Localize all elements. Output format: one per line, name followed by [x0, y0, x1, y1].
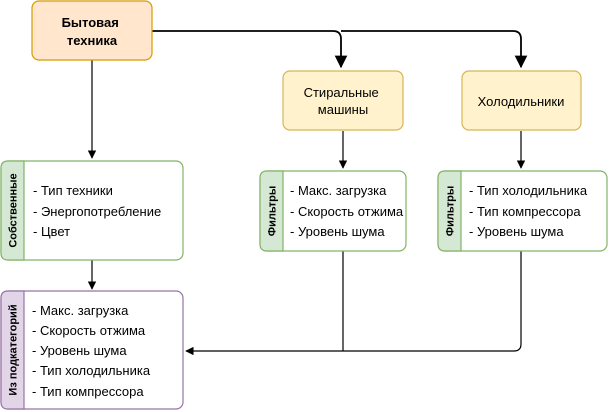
from-subcategories-tab: [0, 290, 25, 410]
own-attributes-tab: [0, 160, 25, 261]
washer-filters-list: - Макс. загрузка - Скорость отжима - Уро…: [290, 183, 407, 239]
list-item: - Уровень шума: [32, 343, 127, 358]
root-node-line-2: техника: [67, 33, 118, 48]
list-item: - Тип холодильника: [469, 183, 588, 198]
fridges-node-title: Холодильники: [478, 94, 565, 109]
root-node-title: Бытовая техника: [62, 15, 123, 48]
washer-filters-container[interactable]: Фильтры - Макс. загрузка - Скорость отжи…: [259, 170, 407, 252]
from-subcategories-container[interactable]: Из подкатегорий - Макс. загрузка - Скоро…: [0, 290, 184, 410]
list-item: - Уровень шума: [469, 224, 564, 239]
edge-root-to-fridges: [341, 30, 528, 69]
fridge-filters-list: - Тип холодильника - Тип компрессора - У…: [469, 183, 591, 239]
washers-node-box: [282, 70, 404, 131]
connectors: [87, 30, 528, 356]
list-item: - Макс. загрузка: [32, 303, 129, 318]
list-item: - Тип холодильника: [32, 363, 151, 378]
root-node-line-1: Бытовая: [62, 15, 119, 30]
list-item: - Тип техники: [33, 183, 113, 198]
list-item: - Цвет: [33, 224, 70, 239]
list-item: - Скорость отжима: [32, 323, 146, 338]
fridge-filters-container[interactable]: Фильтры - Тип холодильника - Тип компрес…: [437, 170, 608, 252]
edge-root-to-washers: [152, 30, 348, 69]
washers-node[interactable]: Стиральные машины: [282, 70, 404, 131]
own-attributes-container[interactable]: Собственные - Тип техники - Энергопотреб…: [0, 160, 184, 261]
washer-filters-label: Фильтры: [267, 186, 279, 236]
list-item: - Тип компрессора: [469, 204, 581, 219]
washer-filters-tab: [259, 170, 284, 252]
root-node[interactable]: Бытовая техника: [31, 0, 153, 61]
washers-node-line-2: машины: [318, 102, 368, 117]
own-attributes-label: Собственные: [8, 173, 20, 247]
list-item: - Уровень шума: [290, 224, 385, 239]
fridge-filters-tab: [437, 170, 462, 252]
from-subcategories-label: Из подкатегорий: [8, 304, 20, 395]
fridges-node-line-1: Холодильники: [478, 94, 565, 109]
fridges-node[interactable]: Холодильники: [461, 70, 582, 131]
root-node-box: [31, 0, 153, 61]
edge-fridge-filters-to-subcategories: [185, 251, 522, 356]
fridges-node-box: [461, 70, 582, 131]
own-attributes-list: - Тип техники - Энергопотребление - Цвет: [33, 183, 165, 239]
fridge-filters-label: Фильтры: [445, 186, 457, 236]
list-item: - Макс. загрузка: [290, 183, 387, 198]
washers-node-line-1: Стиральные: [304, 85, 379, 100]
list-item: - Скорость отжима: [290, 204, 404, 219]
list-item: - Тип компрессора: [32, 384, 144, 399]
washers-node-title: Стиральные машины: [304, 85, 383, 117]
list-item: - Энергопотребление: [33, 204, 161, 219]
from-subcategories-list: - Макс. загрузка - Скорость отжима - Уро…: [32, 303, 154, 399]
